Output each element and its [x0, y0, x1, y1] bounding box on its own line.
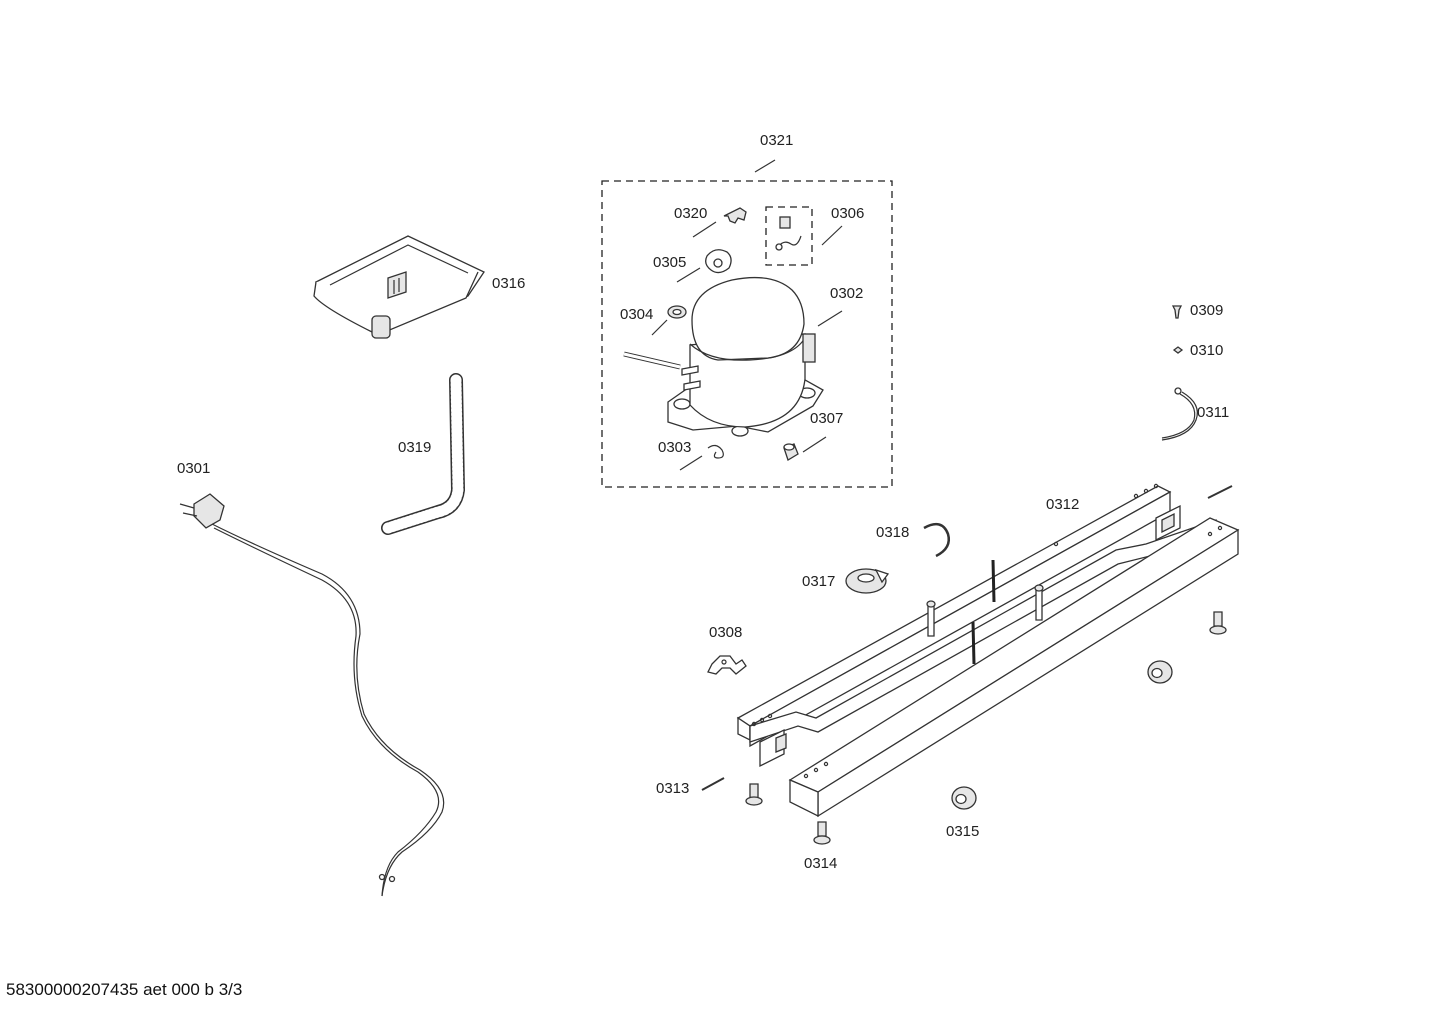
part-0317-cap[interactable]	[845, 568, 890, 594]
label-0312[interactable]: 0312	[1046, 496, 1079, 513]
part-0315-foot-b[interactable]	[1147, 660, 1173, 684]
part-0306-relay[interactable]	[775, 216, 802, 251]
label-0304[interactable]: 0304	[620, 306, 653, 323]
label-0302[interactable]: 0302	[830, 285, 863, 302]
part-0318-ring[interactable]	[923, 522, 950, 558]
part-0314-screw-b[interactable]	[813, 821, 831, 845]
leader-0303	[679, 455, 703, 471]
part-0314-screw-a[interactable]	[745, 783, 763, 806]
part-0316-drip-tray[interactable]	[313, 235, 485, 339]
part-0304-washer[interactable]	[667, 305, 687, 319]
label-0311[interactable]: 0311	[1197, 404, 1229, 421]
part-0307-grommet[interactable]	[783, 443, 799, 461]
part-0319-drain-hose[interactable]	[381, 373, 465, 535]
part-0303-spring-clip[interactable]	[707, 444, 724, 459]
label-0305[interactable]: 0305	[653, 254, 686, 271]
label-0307[interactable]: 0307	[810, 410, 843, 427]
leader-0306	[821, 225, 843, 246]
label-0316[interactable]: 0316	[492, 275, 525, 292]
part-0305-clamp[interactable]	[705, 249, 732, 274]
part-0311-sensor-wire[interactable]	[1161, 387, 1198, 441]
leader-0320	[692, 221, 717, 238]
label-0308[interactable]: 0308	[709, 624, 742, 641]
leader-0302	[817, 310, 843, 327]
label-0321[interactable]: 0321	[760, 132, 793, 149]
leader-0321	[754, 159, 776, 173]
part-0309-screw[interactable]	[1171, 305, 1183, 319]
assembly-0321: 0321 0306 0320 0305 0304	[601, 132, 893, 488]
relay-box-0306	[765, 206, 813, 266]
label-0320[interactable]: 0320	[674, 205, 707, 222]
part-pin-top-right[interactable]	[1207, 485, 1233, 499]
leader-0304	[651, 319, 668, 336]
label-0315[interactable]: 0315	[946, 823, 979, 840]
label-0310[interactable]: 0310	[1190, 342, 1223, 359]
label-0301[interactable]: 0301	[177, 460, 210, 477]
label-0306[interactable]: 0306	[831, 205, 864, 222]
label-0317[interactable]: 0317	[802, 573, 835, 590]
leader-0305	[676, 267, 701, 283]
leader-0307	[802, 436, 827, 453]
label-0319[interactable]: 0319	[398, 439, 431, 456]
part-0312-base-frame[interactable]	[736, 483, 1240, 818]
part-0314-screw-c[interactable]	[1209, 611, 1227, 635]
assembly-box	[601, 180, 893, 488]
part-0310-pin[interactable]	[1172, 346, 1184, 354]
label-0313[interactable]: 0313	[656, 780, 689, 797]
part-0302-compressor[interactable]	[623, 276, 824, 437]
part-0320-clip[interactable]	[723, 207, 747, 224]
label-0303[interactable]: 0303	[658, 439, 691, 456]
part-0301-power-cord[interactable]	[179, 493, 445, 897]
document-id: 58300000207435 aet 000 b 3/3	[6, 980, 243, 999]
part-0313-pin[interactable]	[701, 777, 725, 791]
part-0315-foot-a[interactable]	[951, 786, 977, 810]
label-0318[interactable]: 0318	[876, 524, 909, 541]
label-0309[interactable]: 0309	[1190, 302, 1223, 319]
part-0308-bracket[interactable]	[707, 655, 747, 675]
label-0314[interactable]: 0314	[804, 855, 837, 872]
